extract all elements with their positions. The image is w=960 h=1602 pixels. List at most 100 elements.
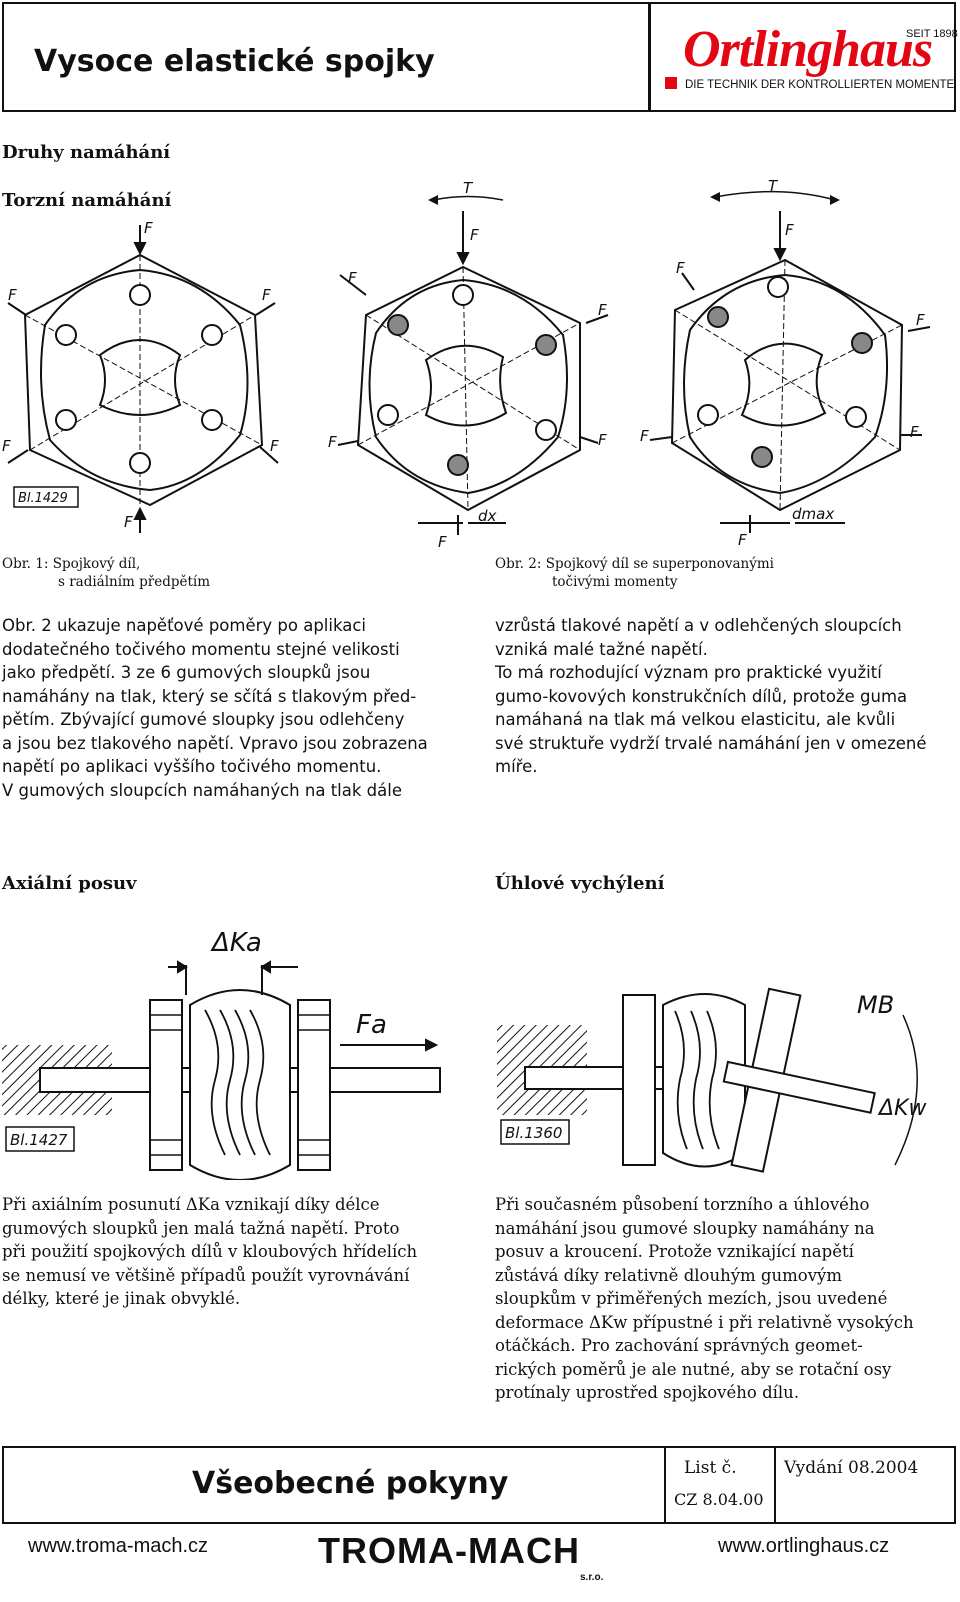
- rubber-post: [201, 409, 223, 431]
- dx-label: dx: [478, 507, 497, 525]
- torque-label: T: [463, 179, 474, 197]
- force-label: F: [328, 433, 337, 451]
- force-label: F: [2, 437, 11, 455]
- ortlinghaus-logo: Ortlinghaus: [683, 21, 933, 78]
- rubber-post: [55, 324, 77, 346]
- angular-heading: Úhlové vychýlení: [495, 873, 665, 894]
- caption-line: točivými momenty: [552, 574, 678, 590]
- footer-divider: [774, 1446, 776, 1524]
- force-label: F: [262, 286, 271, 304]
- subsection-heading: Torzní namáhání: [2, 190, 172, 211]
- delta-kw-label: ΔKw: [877, 1096, 927, 1121]
- force-label: F: [785, 221, 794, 239]
- footer-divider: [664, 1446, 666, 1524]
- text-line: míře.: [495, 757, 538, 776]
- text-line: délky, které je jinak obvyklé.: [2, 1289, 241, 1308]
- axial-heading: Axiální posuv: [2, 873, 137, 894]
- troma-mach-url-link[interactable]: www.troma-mach.cz: [28, 1535, 209, 1557]
- rubber-post: [55, 409, 77, 431]
- force-label: F: [640, 427, 649, 445]
- sheet-label: List č.: [684, 1458, 737, 1478]
- text-line: namáhání jsou gumové sloupky namáhány na: [495, 1218, 875, 1238]
- text-line: dodatečného točivého momentu stejné veli…: [2, 639, 400, 659]
- right-flange: [297, 999, 331, 1171]
- text-line: jako předpětí. 3 ze 6 gumových sloupků j…: [2, 663, 371, 682]
- text-line: při použití spojkových dílů v kloubových…: [2, 1242, 418, 1261]
- angular-text: Při současném působení torzního a úhlové…: [495, 1193, 940, 1405]
- left-flange: [149, 999, 183, 1171]
- torque-label: T: [768, 177, 779, 195]
- caption-line: Obr. 1: Spojkový díl,: [2, 556, 141, 572]
- force-label: F: [270, 437, 279, 455]
- text-line: vzniká malé tažné napětí.: [495, 639, 708, 659]
- force-label: F: [598, 301, 607, 319]
- text-line: Při současném působení torzního a úhlové…: [495, 1195, 870, 1214]
- text-line: sloupkům v přiměřených mezích, jsou uved…: [495, 1289, 888, 1308]
- torque-arrow: [432, 195, 504, 201]
- text-line: posuv a kroucení. Protože vznikající nap…: [495, 1242, 854, 1261]
- drawing-number: Bl.1429: [18, 491, 68, 506]
- inner-star: [98, 339, 182, 416]
- rubber-post: [201, 324, 223, 346]
- troma-mach-logo-sub: s.r.o.: [580, 1572, 604, 1583]
- rubber-post: [129, 452, 151, 474]
- drawing-number-box: [13, 486, 79, 508]
- force-label: F: [8, 286, 17, 304]
- caption-line: Obr. 2: Spojkový díl se superponovanými: [495, 556, 774, 572]
- inner-ring: [40, 268, 249, 492]
- text-line: napětí po aplikaci vyššího točivého mome…: [2, 757, 382, 776]
- footer-title: Všeobecné pokyny: [192, 1466, 509, 1501]
- dmax-label: dmax: [792, 505, 834, 523]
- logo-tagline: DIE TECHNIK DER KONTROLLIERTEN MOMENTE: [685, 79, 955, 91]
- force-label: F: [916, 311, 925, 329]
- text-line: namáhaná na tlak má velkou elasticitu, a…: [495, 710, 896, 729]
- text-line: zůstává díky relativně dlouhým gumovým: [495, 1265, 842, 1285]
- force-label: F: [676, 259, 685, 277]
- force-label: F: [738, 531, 747, 549]
- axial-text: Při axiálním posunutí ΔKa vznikají díky …: [2, 1193, 442, 1311]
- sheet-code: CZ 8.04.00: [674, 1490, 764, 1509]
- ortlinghaus-url-link[interactable]: www.ortlinghaus.cz: [718, 1535, 890, 1557]
- header-frame: [2, 2, 956, 112]
- text-line: To má rozhodující význam pro praktické v…: [495, 663, 882, 682]
- text-line: protínaly uprostřed spojkového dílu.: [495, 1383, 800, 1402]
- text-line: gumo-kovových konstrukčních dílů, protož…: [495, 686, 908, 706]
- troma-mach-logo: TROMA-MACH: [318, 1530, 580, 1571]
- drawing-number-box: [5, 1126, 75, 1152]
- section-heading: Druhy namáhání: [2, 142, 171, 163]
- mb-label: MB: [857, 991, 894, 1019]
- angle-arc: [894, 1014, 918, 1166]
- figure1-caption: Obr. 1: Spojkový díl, s radiálním předpě…: [2, 555, 210, 591]
- text-line: a jsou bez tlakového napětí. Vpravo jsou…: [2, 733, 428, 753]
- logo-since-label: SEIT 1898: [906, 28, 958, 40]
- issue-date: Vydání 08.2004: [784, 1458, 919, 1478]
- force-label: F: [348, 269, 357, 287]
- text-right-column: vzrůstá tlakové napětí a v odlehčených s…: [495, 614, 940, 779]
- rubber-element: [189, 989, 291, 1180]
- text-line: Obr. 2 ukazuje napěťové poměry po aplika…: [2, 616, 366, 635]
- text-line: gumových sloupků jen malá tažná napětí. …: [2, 1218, 400, 1238]
- fa-label: Fa: [356, 1010, 387, 1040]
- text-line: rických poměrů je ale nutné, aby se rota…: [495, 1359, 892, 1379]
- force-label: F: [144, 219, 153, 237]
- text-line: otáčkách. Pro zachování správných geomet…: [495, 1336, 863, 1355]
- caption-line: s radiálním předpětím: [58, 574, 211, 590]
- force-label: F: [598, 431, 607, 449]
- drawing-number: Bl.1427: [10, 1131, 68, 1149]
- logo-square-icon: [665, 77, 677, 89]
- text-line: své struktuře vydrží trvalé namáhání jen…: [495, 733, 927, 753]
- delta-ka-label: ΔKa: [210, 928, 262, 958]
- text-line: namáhány na tlak, který se sčítá s tlako…: [2, 686, 417, 706]
- text-line: se nemusí ve většině případů použít vyro…: [2, 1265, 410, 1285]
- left-flange: [622, 994, 656, 1166]
- figure2-caption: Obr. 2: Spojkový díl se superponovanými …: [495, 555, 774, 591]
- figure-coupling-radial-preload: F F F F F F Bl.1429: [2, 219, 279, 533]
- text-left-column: Obr. 2 ukazuje napěťové poměry po aplika…: [2, 614, 442, 802]
- drawing-number-box: [500, 1119, 570, 1145]
- footer-frame: [2, 1446, 956, 1524]
- figure-coupling-torque-dmax: T F F F F F F dmax: [640, 177, 931, 549]
- force-label: F: [438, 533, 447, 551]
- rubber-post: [129, 284, 151, 306]
- force-label: F: [470, 226, 479, 244]
- text-line: Při axiálním posunutí ΔKa vznikají díky …: [2, 1195, 380, 1214]
